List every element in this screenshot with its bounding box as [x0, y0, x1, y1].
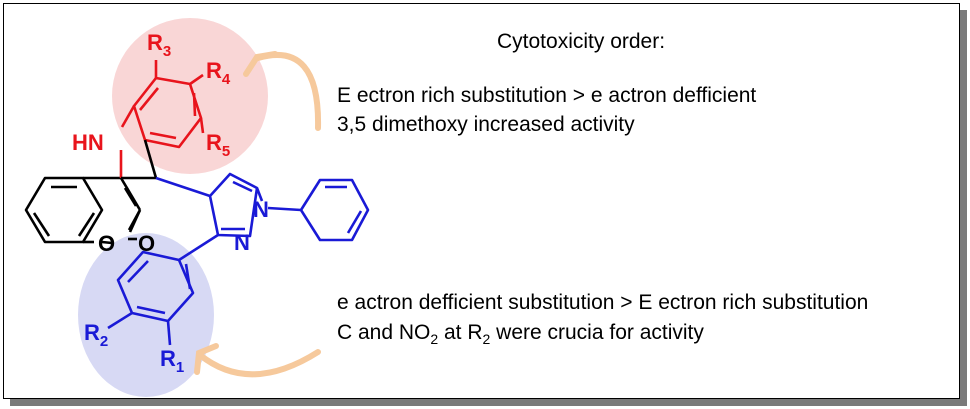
aniline-ring	[119, 60, 205, 178]
highlight-circle-top	[112, 18, 268, 174]
upper-note-line-1: E ectron rich substitution > e actron de…	[337, 84, 757, 107]
diagram-title: Cytotoxicity order:	[497, 30, 666, 53]
lower-note-line-2-suffix: were crucia for activity	[490, 321, 704, 344]
lower-note-line-2-sub1: 2	[430, 331, 439, 348]
lower-note-line-2: C and NO2 at R2 were crucia for activity	[337, 321, 704, 347]
upper-note-line-2: 3,5 dimethoxy increased activity	[337, 113, 635, 136]
r1-label: R1	[160, 346, 184, 376]
r3-label: R3	[147, 30, 171, 60]
r2-label: R2	[84, 320, 108, 350]
lower-note-line-2-prefix: C and NO	[337, 321, 431, 344]
curved-arrow-bottom	[194, 343, 321, 378]
ring-oxygen-label: O	[98, 231, 115, 256]
curved-arrow-top	[243, 51, 322, 131]
coumarin-core	[24, 176, 142, 245]
lower-note-line-2-mid: at R	[438, 321, 483, 344]
r5-label: R5	[206, 130, 230, 160]
r4-label: R4	[206, 58, 231, 88]
hn-label: HN	[72, 130, 104, 155]
lower-note-line-1: e actron defficient substitution > E ect…	[337, 291, 869, 314]
pyrazole-system	[107, 172, 370, 346]
carbonyl-oxygen-label: O	[138, 231, 155, 256]
lower-note-line-2-sub2: 2	[482, 331, 491, 348]
pyrazole-n1-label: N	[253, 197, 269, 222]
pyrazole-n2-label: N	[234, 230, 250, 255]
